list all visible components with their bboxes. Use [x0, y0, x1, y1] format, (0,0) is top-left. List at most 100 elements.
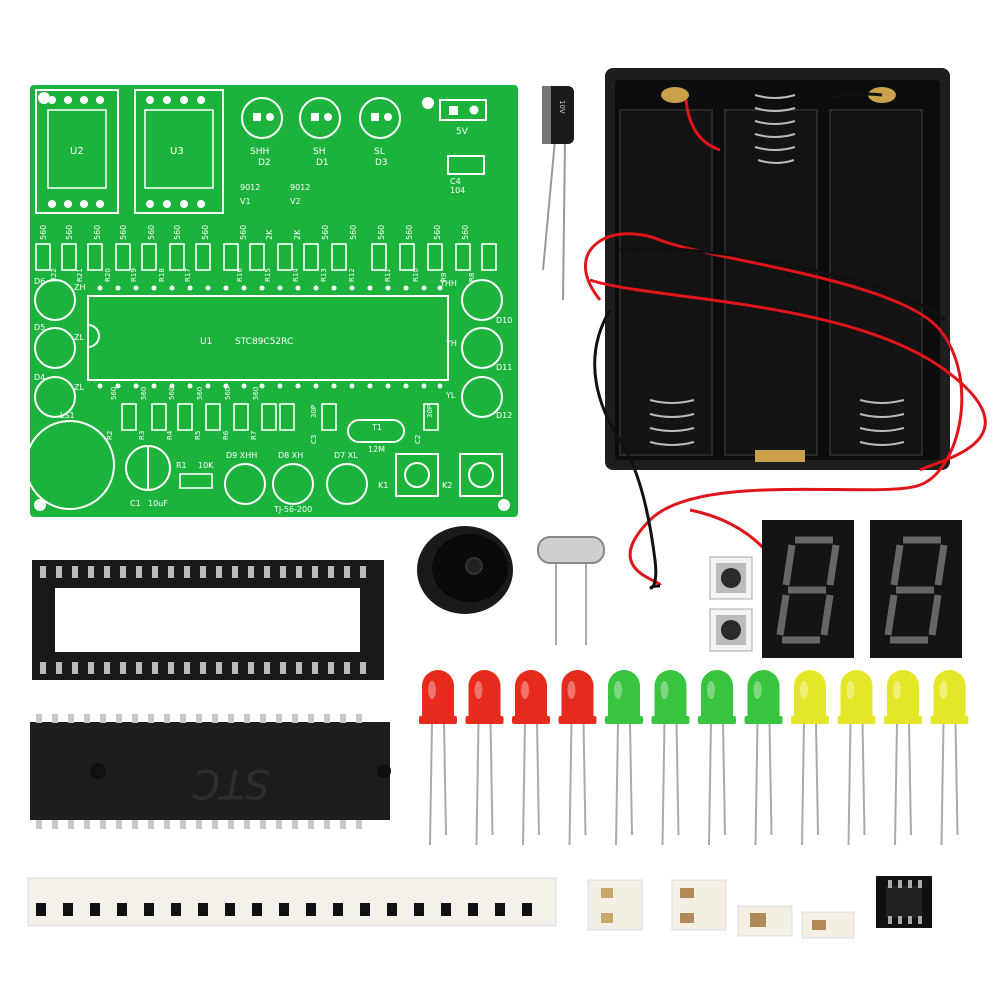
crystal-oscillator: [537, 536, 605, 645]
led-footprint: [461, 327, 503, 369]
led-footprint: [34, 376, 76, 418]
buzzer: [417, 526, 513, 614]
smd-resistor: [225, 903, 235, 916]
d3-name: D3: [375, 158, 388, 168]
transistor-type-2: 9012: [290, 183, 310, 192]
d8-label: D8 XH: [278, 451, 303, 460]
right-led-label: D12: [496, 411, 512, 420]
resistor-value: 560: [349, 225, 358, 240]
yhh-label: YHH: [439, 279, 457, 288]
smd-resistor: [495, 903, 505, 916]
ic-socket: [32, 560, 384, 680]
u2-outline: [35, 89, 119, 214]
bottom-resistor-ref: R7: [250, 431, 258, 440]
led-footprint: [299, 97, 341, 139]
c4-label: C4: [450, 177, 461, 186]
red-led: [558, 670, 597, 846]
k2-footprint: [459, 453, 503, 497]
resistor-ref: R14: [292, 268, 300, 282]
smd-resistor: [279, 903, 289, 916]
u3-inner: [144, 109, 214, 189]
smd-capacitor: [671, 879, 727, 931]
yl-label: YL: [445, 391, 456, 400]
crystal-ref: T1: [371, 423, 382, 432]
battery-holder: [584, 68, 987, 590]
bottom-resistor-ref: R6: [222, 430, 230, 440]
tactile-button: [709, 608, 753, 652]
resistor-value: 560: [119, 225, 128, 240]
bottom-resistor-row: [121, 403, 439, 431]
bottom-resistor-ref: R2: [106, 431, 114, 440]
mount-hole-icon: [34, 499, 46, 511]
d2-code: SHH: [250, 147, 269, 157]
smd-resistor: [333, 903, 343, 916]
u3-label: U3: [170, 146, 184, 157]
resistor-value: 560: [201, 225, 210, 240]
resistor-value: 560: [433, 225, 442, 240]
led-footprint: [461, 279, 503, 321]
resistor-row: [35, 243, 497, 271]
chip-brand: STC: [192, 760, 270, 806]
smd-part: [737, 905, 793, 937]
d1-code: SH: [313, 147, 325, 157]
c2-value: 30P: [426, 405, 434, 418]
c3-value: 30P: [310, 405, 318, 418]
u2-inner: [47, 109, 107, 189]
c1-label: C1: [130, 499, 141, 508]
board-id: TJ-56-200: [273, 505, 312, 514]
smd-resistor: [468, 903, 478, 916]
c1-value: 10uF: [148, 499, 168, 508]
led-footprint: [34, 279, 76, 321]
u3-outline: [134, 89, 224, 214]
resistor-ref: R15: [264, 268, 272, 282]
right-led-label: D10: [496, 316, 512, 325]
resistor-value: 560: [93, 225, 102, 240]
ls1-label: LS1: [60, 411, 75, 420]
c3-label: C3: [310, 435, 318, 444]
zh-label: ZH: [74, 283, 86, 292]
resistor-ref: R17: [184, 268, 192, 282]
r1-label: R1: [176, 461, 187, 470]
left-led-label: D6: [34, 277, 45, 286]
red-led: [465, 670, 504, 846]
led-footprint: [272, 463, 314, 505]
led-footprint: [461, 376, 503, 418]
mount-hole-icon: [38, 92, 50, 104]
crystal-footprint: [347, 419, 405, 443]
smd-resistor: [522, 903, 532, 916]
electrolytic-capacitor: 10V: [542, 86, 574, 301]
bottom-resistor-value: 560: [252, 387, 260, 400]
yellow-led: [884, 670, 922, 846]
bottom-resistor-ref: R3: [138, 431, 146, 440]
resistor-ref: R19: [130, 268, 138, 282]
microcontroller-chip: STC: [30, 714, 391, 829]
led-footprint: [34, 327, 76, 369]
led-footprint: [224, 463, 266, 505]
smd-resistor: [144, 903, 154, 916]
seven-segment-display: [762, 520, 854, 658]
c4-footprint: [447, 155, 485, 175]
u2-pads: [48, 96, 104, 208]
transistor-v2: V2: [290, 197, 301, 206]
left-led-label: D4: [34, 373, 45, 382]
smd-resistor: [117, 903, 127, 916]
u1-ref: U1: [200, 337, 212, 347]
d3-code: SL: [374, 147, 385, 157]
resistor-value: 560: [39, 225, 48, 240]
resistor-value: 560: [405, 225, 414, 240]
led-footprint: [326, 463, 368, 505]
zl-label: ZL: [74, 383, 84, 392]
resistor-ref: R20: [104, 268, 112, 282]
bottom-resistor-value: 560: [196, 387, 204, 400]
u1-chip-label: STC89C52RC: [235, 337, 293, 347]
d9-label: D9 XHH: [226, 451, 257, 460]
right-led-label: D11: [496, 363, 512, 372]
smd-part: [801, 911, 855, 939]
resistor-value: 560: [147, 225, 156, 240]
smd-resistor: [90, 903, 100, 916]
yellow-led: [930, 670, 969, 846]
smd-resistor: [63, 903, 73, 916]
spring-icon: [649, 94, 905, 446]
transistor-type-1: 9012: [240, 183, 260, 192]
